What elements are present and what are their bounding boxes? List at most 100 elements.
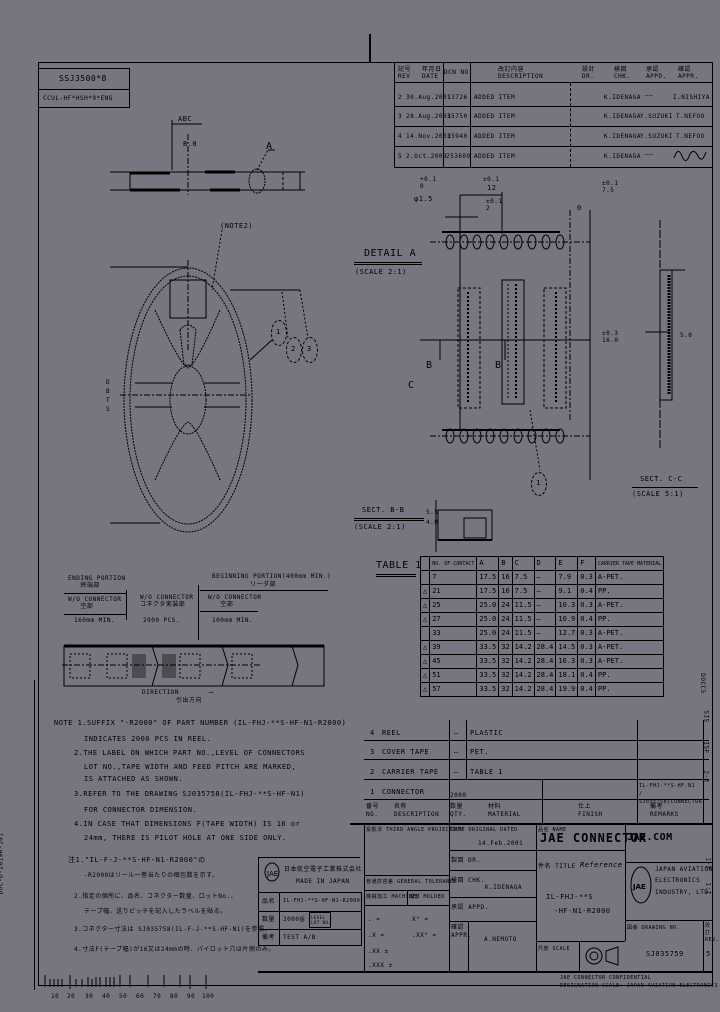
tol-machined-label: 機械加工 MACHINED bbox=[366, 894, 420, 900]
company-banner: JAE.COM bbox=[627, 832, 673, 843]
dr-label: 製図 DR. bbox=[451, 857, 481, 864]
sect-bb-title: SECT. B-B bbox=[362, 506, 405, 514]
reference-mark: Reference bbox=[580, 861, 623, 869]
footer-line-2: DESIGNATION SCALE: JAPAN AVIATION ELECTR… bbox=[560, 983, 720, 989]
sect-cc-title: SECT. C-C bbox=[640, 475, 683, 483]
ending-portion-label: ENDING PORTION 終端部 bbox=[68, 575, 126, 589]
connector-name-label: 品名 NAME bbox=[538, 827, 567, 833]
sect-bb-scale: (SCALE 2:1) bbox=[354, 523, 406, 531]
connector-qty: 2000 PCS. bbox=[143, 617, 181, 624]
appd-label: 承認 APPD. bbox=[451, 904, 489, 911]
title-line-1: IL-FHJ-**S bbox=[546, 893, 594, 901]
dim-pitch: 12 bbox=[487, 184, 497, 192]
jae-logo-icon: JAE bbox=[264, 862, 280, 882]
direction-label: DIRECTION⟶ bbox=[142, 689, 214, 696]
drawing-border bbox=[38, 62, 713, 986]
detail-a-title: DETAIL A bbox=[364, 248, 417, 259]
table1-header-row: NO. OF CONTACT A B C D E F CARRIER TAPE … bbox=[419, 556, 665, 571]
detail-a-callout: A bbox=[266, 141, 273, 152]
label-qty: 2000個 bbox=[283, 916, 305, 923]
label-company-jp: 日本航空電子工業株式会社 bbox=[284, 866, 363, 873]
label-part: IL-FHJ-**S-HF-N1-R2000 bbox=[283, 898, 361, 904]
balloon-1: 1 bbox=[271, 320, 287, 346]
leading-wo-connector: W/O CONNECTOR 空部 bbox=[208, 594, 262, 608]
left-margin-code: DOC-D-2019R-301 bbox=[0, 832, 5, 895]
scale-bar bbox=[44, 975, 207, 989]
tape-side-view bbox=[110, 120, 305, 195]
label-made-in: MADE IN JAPAN bbox=[296, 878, 350, 885]
detail-a-drawing bbox=[420, 192, 591, 480]
connector-name: JAE CONNECTOR bbox=[540, 831, 647, 845]
section-c-left: C bbox=[408, 380, 415, 391]
tape-strip-drawing bbox=[62, 644, 325, 687]
dwg-no: SJ035759 bbox=[646, 950, 684, 958]
section-cc-drawing bbox=[645, 220, 685, 450]
rev-label: 改訂 REV. bbox=[705, 923, 720, 943]
company-line-1: JAPAN AVIATION bbox=[655, 866, 713, 873]
leading-length: 100mm MIN. bbox=[212, 617, 254, 624]
label-note: TEST A/B bbox=[283, 934, 316, 941]
doc-number-box: SSJ3500*8 CCUL-HF*HSH*9*ENG bbox=[38, 68, 130, 108]
rev-header-dcn: DCN NO. bbox=[444, 69, 473, 76]
reel-label-box bbox=[258, 857, 360, 913]
appr-name: A.NEMOTO bbox=[484, 936, 517, 943]
section-b-left: B bbox=[426, 360, 433, 371]
left-margin-line bbox=[34, 680, 35, 990]
svg-text:JAE: JAE bbox=[266, 870, 278, 878]
dwg-no-label: 図番 DRAWING NO. bbox=[627, 925, 681, 931]
company-logo-icon: JAE bbox=[630, 866, 652, 904]
footer-line-1: JAE CONNECTOR CONFIDENTIAL bbox=[560, 975, 652, 981]
doc-number: SSJ3500*8 bbox=[59, 74, 107, 83]
label-fields: 品名 数量 備考 IL-FHJ-**S-HF-N1-R2000 2000個 LE… bbox=[258, 892, 362, 946]
section-b-right: B bbox=[495, 360, 502, 371]
projection-symbol-icon bbox=[585, 946, 619, 966]
original-date: 14.Feb.2001 bbox=[478, 840, 524, 847]
top-dim-label: ABC bbox=[178, 115, 193, 123]
title-label: 件名 TITLE bbox=[538, 863, 576, 870]
title-line-2: -HF-N1-R2000 bbox=[554, 907, 611, 915]
chk-name: K.IDENAGA bbox=[485, 884, 523, 891]
ending-wo-connector: W/O CONNECTOR 空部 bbox=[68, 596, 122, 610]
signature-icon bbox=[673, 150, 707, 161]
projection-label: 投影法 THIRD ANGLE PROJECTION bbox=[366, 827, 464, 833]
top-dim-b: B.0 bbox=[183, 140, 198, 148]
sect-cc-scale: (SCALE 5:1) bbox=[632, 490, 684, 498]
direction-jp: 引出方向 bbox=[176, 697, 203, 704]
chk-label: 検図 CHK. bbox=[451, 877, 485, 884]
balloon-3: 3 bbox=[302, 337, 318, 363]
dim-offset: 0 bbox=[577, 204, 582, 212]
dim-pitch-tol: ±0.1 bbox=[483, 176, 500, 183]
border-top-center-mark bbox=[369, 34, 371, 62]
detail-a-scale: (SCALE 2:1) bbox=[355, 268, 407, 276]
detail-a-balloon: 1 bbox=[531, 472, 547, 496]
ending-length: 160mm MIN. bbox=[74, 617, 116, 624]
table1: NO. OF CONTACT A B C D E F CARRIER TAPE … bbox=[419, 556, 665, 697]
appr-label: 確認 APPR. bbox=[451, 924, 472, 939]
